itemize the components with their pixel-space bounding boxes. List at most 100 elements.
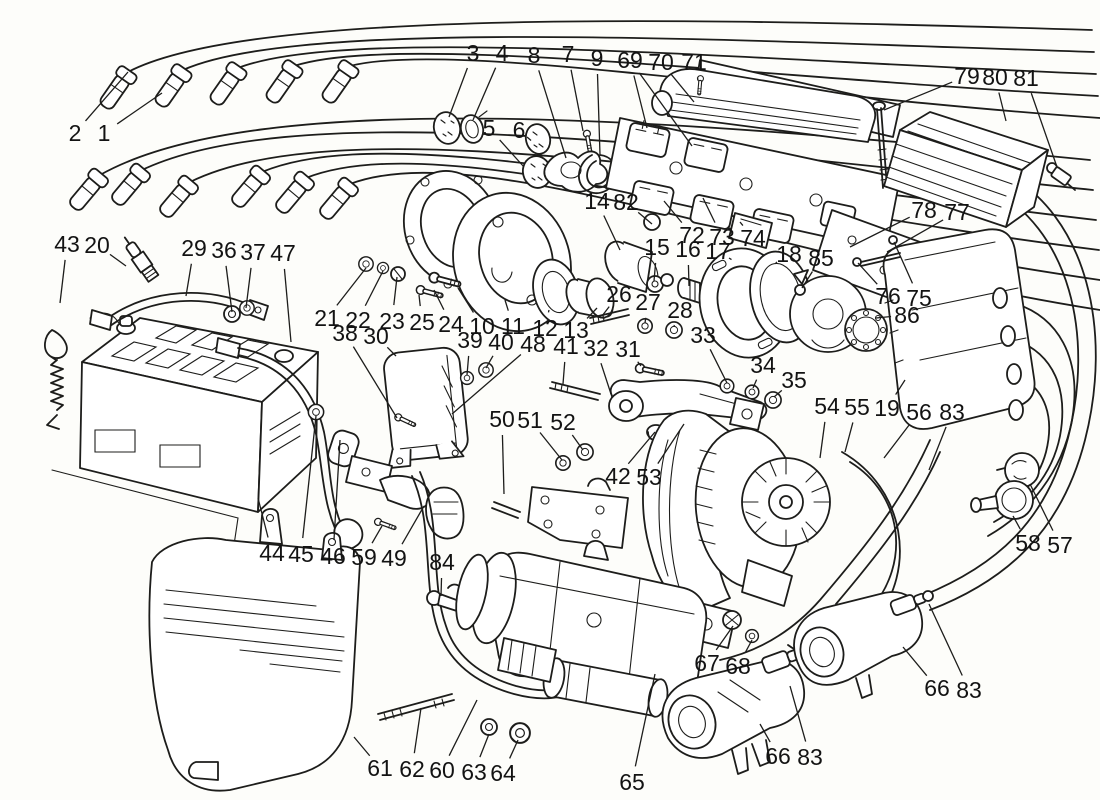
leader-line-83 <box>928 426 947 471</box>
ring-58 <box>970 480 1034 520</box>
part-label-38: 38 <box>332 320 358 346</box>
part-label-71: 71 <box>681 49 707 75</box>
pin-41 <box>549 381 601 401</box>
leader-line-34 <box>752 379 758 389</box>
leader-line-24 <box>433 289 445 310</box>
leader-line-70 <box>670 73 695 103</box>
starter-drive <box>497 637 557 683</box>
part-label-23: 23 <box>379 308 405 334</box>
spark-plug <box>123 236 160 283</box>
part-label-10: 10 <box>469 313 495 339</box>
leader-line-47 <box>283 268 292 343</box>
part-label-72: 72 <box>679 222 705 248</box>
part-label-65: 65 <box>619 769 645 795</box>
leader-line-63 <box>479 733 490 758</box>
part-label-86: 86 <box>894 302 920 328</box>
leader-line-33 <box>709 349 728 384</box>
leader-line-66 <box>759 723 771 743</box>
part-label-15: 15 <box>644 234 670 260</box>
part-label-76: 76 <box>875 283 901 309</box>
leader-line-32 <box>600 363 612 395</box>
leader-line-65 <box>634 673 656 767</box>
leader-line-46 <box>333 439 341 541</box>
grommet-3 <box>432 111 462 145</box>
part-label-35: 35 <box>781 367 807 393</box>
part-label-7: 7 <box>562 41 575 67</box>
leader-line-58 <box>1012 515 1021 530</box>
part-label-68: 68 <box>725 653 751 679</box>
part-label-37: 37 <box>240 239 266 265</box>
leader-line-52 <box>571 434 584 451</box>
part-label-49: 49 <box>381 545 407 571</box>
part-label-79: 79 <box>954 63 980 89</box>
leader-line-2 <box>85 71 129 122</box>
part-label-82: 82 <box>613 189 639 215</box>
sensor-81 <box>1046 162 1076 191</box>
leader-line-26 <box>601 306 610 317</box>
leader-line-45 <box>302 415 317 539</box>
leader-line-81 <box>1030 92 1058 168</box>
spark-plug-cables-row1 <box>94 20 1100 119</box>
part-label-6: 6 <box>513 117 526 143</box>
part-label-21: 21 <box>314 305 340 331</box>
leader-line-80 <box>998 92 1007 122</box>
part-label-54: 54 <box>814 393 840 419</box>
bearing-86 <box>844 308 888 352</box>
part-label-55: 55 <box>844 394 870 420</box>
part-label-43: 43 <box>54 231 80 257</box>
part-label-33: 33 <box>690 322 716 348</box>
part-label-46: 46 <box>320 543 346 569</box>
leader-line-39 <box>466 355 470 376</box>
leader-line-69 <box>638 72 693 147</box>
ignition-switch-a <box>661 642 812 775</box>
leader-line-74 <box>739 221 744 226</box>
cap-screw-75-76 <box>852 235 901 267</box>
part-label-18: 18 <box>776 241 802 267</box>
part-label-40: 40 <box>488 329 514 355</box>
leader-line-68 <box>745 639 753 653</box>
part-label-22: 22 <box>345 307 371 333</box>
part-label-27: 27 <box>635 289 661 315</box>
leader-line-25 <box>418 294 421 307</box>
leader-line-8 <box>538 70 567 159</box>
bushing-14 <box>604 240 659 293</box>
part-label-11: 11 <box>501 313 525 339</box>
part-label-74: 74 <box>740 225 766 251</box>
leader-line-23 <box>393 276 398 306</box>
part-label-12: 12 <box>532 315 558 341</box>
part-label-80: 80 <box>982 64 1008 90</box>
leader-line-73 <box>702 197 716 223</box>
leader-line-85 <box>801 271 813 289</box>
leader-line-37 <box>245 267 252 309</box>
bracket-plate <box>527 477 629 549</box>
leader-line-4 <box>472 67 497 121</box>
part-label-52: 52 <box>550 409 576 435</box>
battery-positive-cable <box>215 337 364 550</box>
part-label-14: 14 <box>584 188 610 214</box>
coil-cover <box>651 59 901 143</box>
part-label-60: 60 <box>429 757 455 783</box>
part-label-8: 8 <box>528 42 541 68</box>
part-label-61: 61 <box>367 755 393 781</box>
part-label-16: 16 <box>675 236 701 262</box>
leader-line-30 <box>386 346 397 357</box>
leader-line-43 <box>59 259 66 304</box>
leader-line-72 <box>663 200 683 224</box>
part-label-77: 77 <box>944 199 970 225</box>
grommet-6 <box>524 123 552 155</box>
part-label-75: 75 <box>906 285 932 311</box>
leader-line-83 <box>789 685 807 742</box>
part-label-45: 45 <box>288 541 314 567</box>
part-label-83-3: 83 <box>956 677 982 703</box>
battery-cells <box>110 325 270 383</box>
leader-line-53 <box>657 423 685 465</box>
part-label-41: 41 <box>553 333 579 359</box>
leader-line-11 <box>504 299 509 311</box>
leader-line-66 <box>902 646 928 677</box>
part-label-58: 58 <box>1015 530 1041 556</box>
bushing-23 <box>390 266 406 282</box>
part-label-20: 20 <box>84 232 110 258</box>
leader-line-7 <box>570 69 584 132</box>
